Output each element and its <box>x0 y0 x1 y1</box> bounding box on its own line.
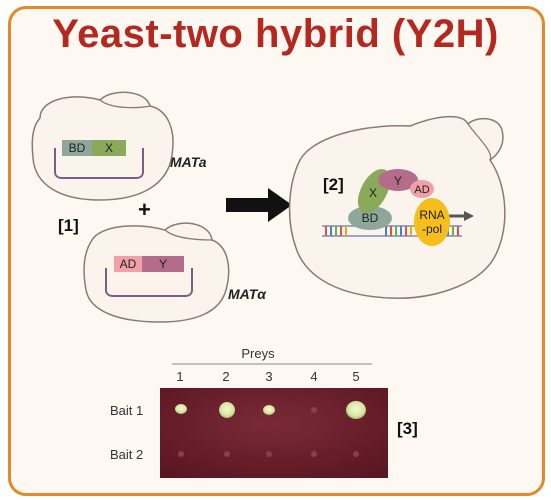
ad-domain-box <box>114 256 142 272</box>
y-label: Y <box>159 257 167 271</box>
bd-domain-box <box>62 140 92 156</box>
rna-pol-shape <box>414 198 450 246</box>
prey-number-4: 4 <box>310 369 317 384</box>
prey-number-2: 2 <box>222 369 229 384</box>
plus-sign: + <box>138 197 151 222</box>
y-protein-box <box>142 256 184 272</box>
preys-label: Preys <box>241 346 275 361</box>
complex-y-label: Y <box>394 174 402 188</box>
rna-pol-label-line2: -pol <box>422 222 442 236</box>
complex-bd-label: BD <box>362 211 379 225</box>
mating-type-a-label: MATa <box>170 154 207 170</box>
bd-domain-shape <box>348 206 392 230</box>
colony-bait2-prey3 <box>266 451 272 457</box>
prey-number-1: 1 <box>176 369 183 384</box>
prey-number-row: 1 2 3 4 5 <box>176 369 359 384</box>
cell-matalpha: AD Y <box>83 222 230 323</box>
bd-label: BD <box>69 141 86 155</box>
rna-pol-label-line1: RNA <box>419 208 444 222</box>
cell-diploid <box>288 115 506 299</box>
ad-label: AD <box>120 257 137 271</box>
colony-bait2-prey1 <box>178 451 184 457</box>
colony-bait1-prey4 <box>311 407 317 413</box>
colony-bait2-prey4 <box>311 451 317 457</box>
panel2-marker: [2] <box>323 175 344 194</box>
panel1-marker: [1] <box>58 216 79 235</box>
mating-type-alpha-label: MATα <box>228 286 267 302</box>
prey-number-5: 5 <box>352 369 359 384</box>
x-protein-box <box>92 140 126 156</box>
colony-bait1-prey5 <box>346 401 366 419</box>
colony-bait2-prey5 <box>353 451 359 457</box>
y-protein-shape <box>378 169 418 191</box>
arrow-icon <box>226 188 292 222</box>
ad-domain-shape <box>410 180 434 198</box>
colony-bait1-prey1 <box>175 404 187 414</box>
colony-bait2-prey2 <box>224 451 230 457</box>
bait-1-label: Bait 1 <box>110 403 143 418</box>
complex-x-label: X <box>369 186 377 200</box>
bait-2-label: Bait 2 <box>110 447 143 462</box>
colony-bait1-prey3 <box>263 405 275 415</box>
complex-ad-label: AD <box>414 184 429 196</box>
colony-bait1-prey2 <box>219 402 235 418</box>
panel3-marker: [3] <box>397 419 418 438</box>
prey-number-3: 3 <box>265 369 272 384</box>
cell-mata: BD X <box>31 91 174 201</box>
figure-title: Yeast-two hybrid (Y2H) <box>52 12 499 56</box>
x-label: X <box>105 141 113 155</box>
